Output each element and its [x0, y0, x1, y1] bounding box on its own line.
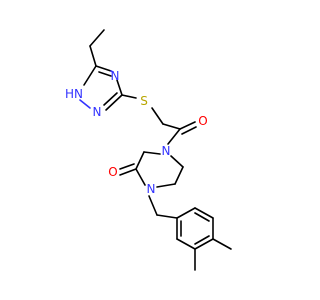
molecule-structure-diagram: N HN N S O N O N — [65, 29, 232, 271]
bond-c2-olactam-double — [119, 163, 135, 170]
atom-nitrogen-pip-4: N — [162, 144, 171, 158]
bond-ar2-ar3 — [194, 207, 214, 219]
bond-c3-s — [121, 94, 137, 99]
bond-c6-c5 — [174, 166, 184, 185]
bond-ethyl-2 — [89, 45, 97, 67]
atom-sulfur: S — [140, 94, 148, 108]
atom-n-triazole-4: N — [111, 69, 120, 83]
bond-c2-olactam — [119, 168, 137, 176]
bond-npip1-c6 — [156, 183, 176, 188]
bond-ar4-me — [212, 238, 232, 250]
bond-c5-npip4 — [170, 155, 184, 168]
bond-ch2-co — [162, 123, 181, 130]
bond-ar5-ar6 — [176, 238, 196, 250]
bond-c3-n2 — [105, 94, 123, 111]
atom-n-triazole-2: N — [93, 105, 102, 119]
bond-s-ch2 — [151, 107, 164, 125]
atom-oxygen-lactam: O — [108, 165, 117, 179]
atom-nitrogen-pip-1: N — [147, 182, 156, 196]
bond-c5-n4-double — [98, 71, 112, 77]
bond-co-npip4 — [167, 128, 181, 145]
atom-nh-triazole-1: HN — [65, 87, 83, 101]
bond-n1-c5 — [83, 65, 97, 86]
atom-oxygen-acyl: O — [198, 114, 207, 128]
bond-npip1-ch2 — [148, 195, 158, 216]
bond-c2-npip1 — [135, 168, 146, 186]
bond-c3-c2 — [135, 151, 145, 170]
bond-ethyl-1 — [89, 29, 105, 47]
atom-labels: N HN N S O N O N — [65, 69, 208, 196]
bond-ar1-ar2 — [176, 207, 196, 219]
bond-ar4-ar5 — [194, 238, 214, 250]
bonds — [79, 29, 232, 271]
bond-c3-n2-double — [103, 92, 118, 106]
bond-c5-n4 — [95, 65, 112, 72]
bond-ch2-ar1 — [156, 214, 178, 219]
bond-c5-n4-b — [110, 70, 114, 73]
bond-ar4-ar5-double — [194, 235, 210, 245]
bond-n2-n1 — [79, 99, 91, 109]
bond-ar2-ar3-double — [194, 212, 210, 222]
bond-npip4-c3 — [143, 151, 161, 155]
bond-co-o — [179, 121, 196, 130]
bond-n4-c3 — [116, 79, 123, 96]
bond-co-o-double — [181, 126, 197, 135]
